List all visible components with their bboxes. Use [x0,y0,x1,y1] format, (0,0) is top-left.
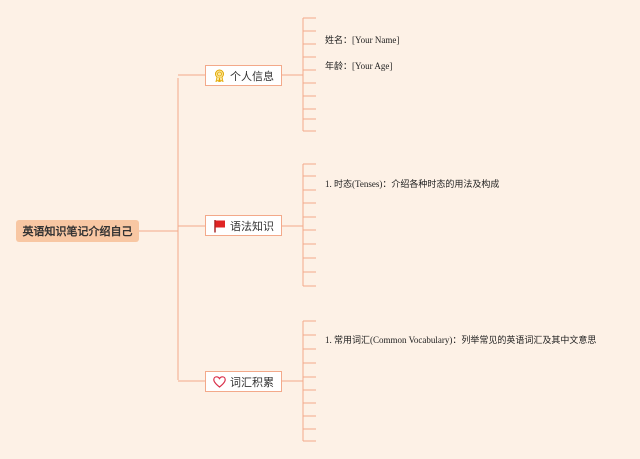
leaf-ticks-3 [303,320,316,442]
root-topic[interactable]: 英语知识笔记介绍自己 [16,220,139,242]
leaf-name[interactable]: 姓名：[Your Name] [325,35,400,45]
branch-label: 语法知识 [230,219,274,233]
branch-grammar[interactable]: 语法知识 [205,215,282,236]
branch-label: 词汇积累 [230,375,274,389]
branch-vocabulary[interactable]: 词汇积累 [205,371,282,392]
red-flag-icon [214,219,225,232]
leaf-age[interactable]: 年龄：[Your Age] [325,61,393,71]
heart-outline-icon [213,375,226,388]
award-ribbon-icon [215,69,224,82]
leaf-ticks-1 [303,17,316,132]
leaf-common-vocabulary[interactable]: 1. 常用词汇(Common Vocabulary)：列举常见的英语词汇及其中文… [325,335,597,345]
branch-label: 个人信息 [230,69,274,83]
leaf-ticks-2 [303,163,316,287]
leaf-tenses[interactable]: 1. 时态(Tenses)：介绍各种时态的用法及构成 [325,179,500,189]
branch-personal-info[interactable]: 个人信息 [205,65,282,86]
root-topic-label: 英语知识笔记介绍自己 [22,225,133,238]
